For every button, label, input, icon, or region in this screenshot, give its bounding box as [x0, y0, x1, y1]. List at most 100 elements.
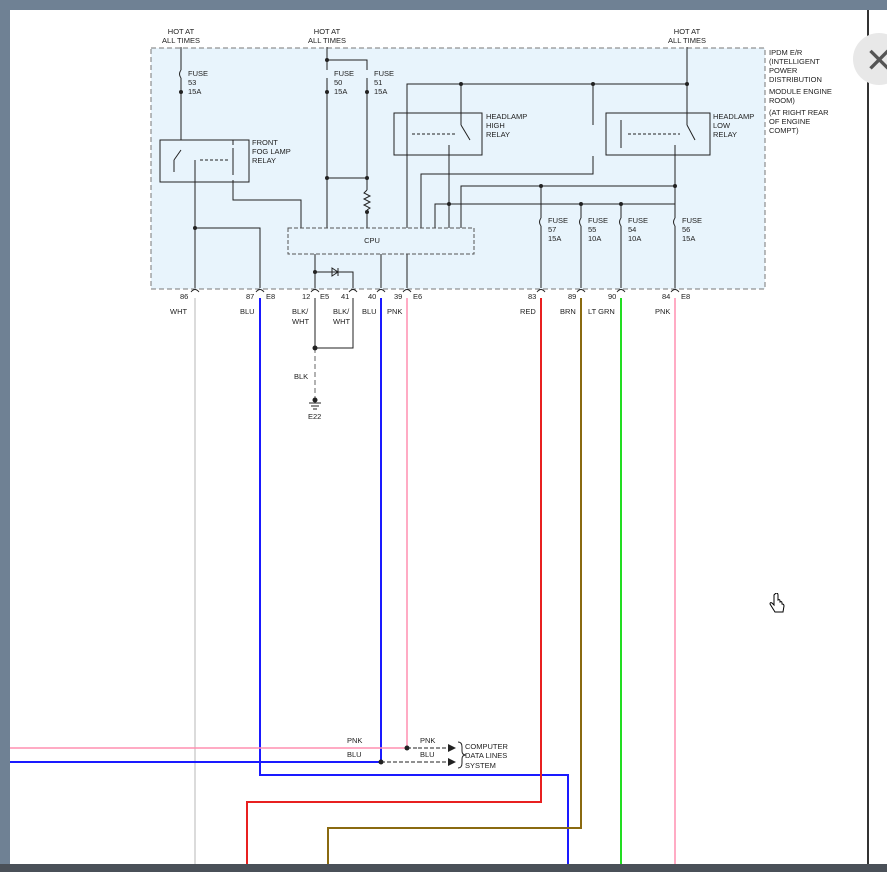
pin-number: 83	[528, 292, 536, 301]
fuse-label: 10A	[588, 234, 601, 243]
power-source-label: ALL TIMES	[308, 36, 346, 45]
module-name-line: IPDM E/R	[769, 48, 803, 57]
fuse-label: FUSE	[334, 69, 354, 78]
bottom-scroll-bar[interactable]	[0, 864, 887, 872]
wire-color-label: BLU	[362, 307, 377, 316]
power-source-label: ALL TIMES	[162, 36, 200, 45]
fuse-label: 15A	[334, 87, 347, 96]
external-wires	[10, 298, 676, 866]
fuse-label: 15A	[374, 87, 387, 96]
wire-pink	[10, 298, 408, 749]
diagram-page: IPDM E/R (INTELLIGENT POWER DISTRIBUTION…	[10, 10, 867, 866]
relay-label: RELAY	[486, 130, 510, 139]
fuse-label: FUSE	[548, 216, 568, 225]
close-icon: ✕	[865, 41, 887, 81]
fuse-label: FUSE	[682, 216, 702, 225]
module-name-line: COMPT)	[769, 126, 799, 135]
relay-label: RELAY	[713, 130, 737, 139]
data-line-label: BLU	[347, 750, 362, 759]
junction-dots	[179, 58, 689, 403]
wire-brown	[327, 298, 582, 866]
connector-id: E8	[266, 292, 275, 301]
fuse-labels: FUSE 53 15A FUSE 50 15A FUSE 51 15A FUSE…	[188, 69, 702, 243]
fuse-label: 15A	[548, 234, 561, 243]
relay-label: FOG LAMP	[252, 147, 291, 156]
module-name-line: MODULE ENGINE	[769, 87, 832, 96]
fuse-label: 57	[548, 225, 556, 234]
fuse-label: FUSE	[188, 69, 208, 78]
wire-color-label: WHT	[170, 307, 187, 316]
headlamp-high-relay	[393, 112, 483, 156]
wire-color-label: PNK	[655, 307, 670, 316]
fuse-label: 54	[628, 225, 636, 234]
data-line-label: PNK	[347, 736, 362, 745]
pin-number: 90	[608, 292, 616, 301]
relay-label: HEADLAMP	[486, 112, 527, 121]
fuse-label: 51	[374, 78, 382, 87]
relay-label: HEADLAMP	[713, 112, 754, 121]
fuse-label: 53	[188, 78, 196, 87]
module-name: IPDM E/R (INTELLIGENT POWER DISTRIBUTION…	[769, 48, 832, 135]
connector-id: E6	[413, 292, 422, 301]
fuse-label: 15A	[682, 234, 695, 243]
pin-number: 89	[568, 292, 576, 301]
ground-wire-label: BLK	[294, 372, 308, 381]
cpu-box	[287, 227, 475, 255]
relay-label: HIGH	[486, 121, 505, 130]
module-name-line: (INTELLIGENT	[769, 57, 820, 66]
headlamp-low-relay	[605, 112, 711, 156]
wire-color-label: LT GRN	[588, 307, 615, 316]
power-source-label: HOT AT	[674, 27, 701, 36]
page-right-edge	[867, 10, 887, 872]
module-name-line: DISTRIBUTION	[769, 75, 822, 84]
fuse-label: 10A	[628, 234, 641, 243]
wire-color-label: PNK	[387, 307, 402, 316]
wire-color-label: BLK/	[333, 307, 350, 316]
data-system-label: COMPUTER	[465, 742, 509, 751]
connector-id: E8	[681, 292, 690, 301]
wire-color-label: RED	[520, 307, 536, 316]
pin-connectors	[190, 289, 680, 293]
pin-labels: 86 WHT 87 E8 BLU 12 E5 BLK/ WHT 41 BLK/ …	[170, 292, 690, 326]
pin-number: 86	[180, 292, 188, 301]
module-name-line: ROOM)	[769, 96, 795, 105]
wire-color-label: BRN	[560, 307, 576, 316]
cpu-label: CPU	[364, 236, 380, 245]
fuse-label: 15A	[188, 87, 201, 96]
wire-color-label: BLU	[240, 307, 255, 316]
data-line-label: PNK	[420, 736, 435, 745]
wire-color-label: WHT	[292, 317, 309, 326]
wire-red	[246, 298, 542, 866]
module-name-line: OF ENGINE	[769, 117, 810, 126]
power-source-label: ALL TIMES	[668, 36, 706, 45]
fuse-label: 55	[588, 225, 596, 234]
wiring-diagram: IPDM E/R (INTELLIGENT POWER DISTRIBUTION…	[10, 27, 832, 866]
pin-number: 40	[368, 292, 376, 301]
close-button[interactable]: ✕	[853, 33, 887, 85]
data-system-label: SYSTEM	[465, 761, 496, 770]
power-source-label: HOT AT	[314, 27, 341, 36]
wire-blue	[10, 298, 382, 763]
data-line-label: BLU	[420, 750, 435, 759]
fuse-label: 56	[682, 225, 690, 234]
module-name-line: (AT RIGHT REAR	[769, 108, 829, 117]
data-system-label: DATA LINES	[465, 751, 507, 760]
relay-label: FRONT	[252, 138, 278, 147]
fog-lamp-relay	[159, 139, 250, 183]
pin-number: 87	[246, 292, 254, 301]
power-source-label: HOT AT	[168, 27, 195, 36]
wire-color-label: BLK/	[292, 307, 309, 316]
fuse-label: FUSE	[628, 216, 648, 225]
pin-number: 12	[302, 292, 310, 301]
pin-number: 41	[341, 292, 349, 301]
fuse-label: FUSE	[588, 216, 608, 225]
module-name-line: POWER	[769, 66, 798, 75]
wire-blue	[259, 298, 569, 866]
relay-label: RELAY	[252, 156, 276, 165]
fuse-label: 50	[334, 78, 342, 87]
pin-number: 84	[662, 292, 670, 301]
pin-number: 39	[394, 292, 402, 301]
connector-id: E5	[320, 292, 329, 301]
internal-wiring	[173, 47, 696, 410]
hand-cursor-icon	[769, 593, 785, 613]
